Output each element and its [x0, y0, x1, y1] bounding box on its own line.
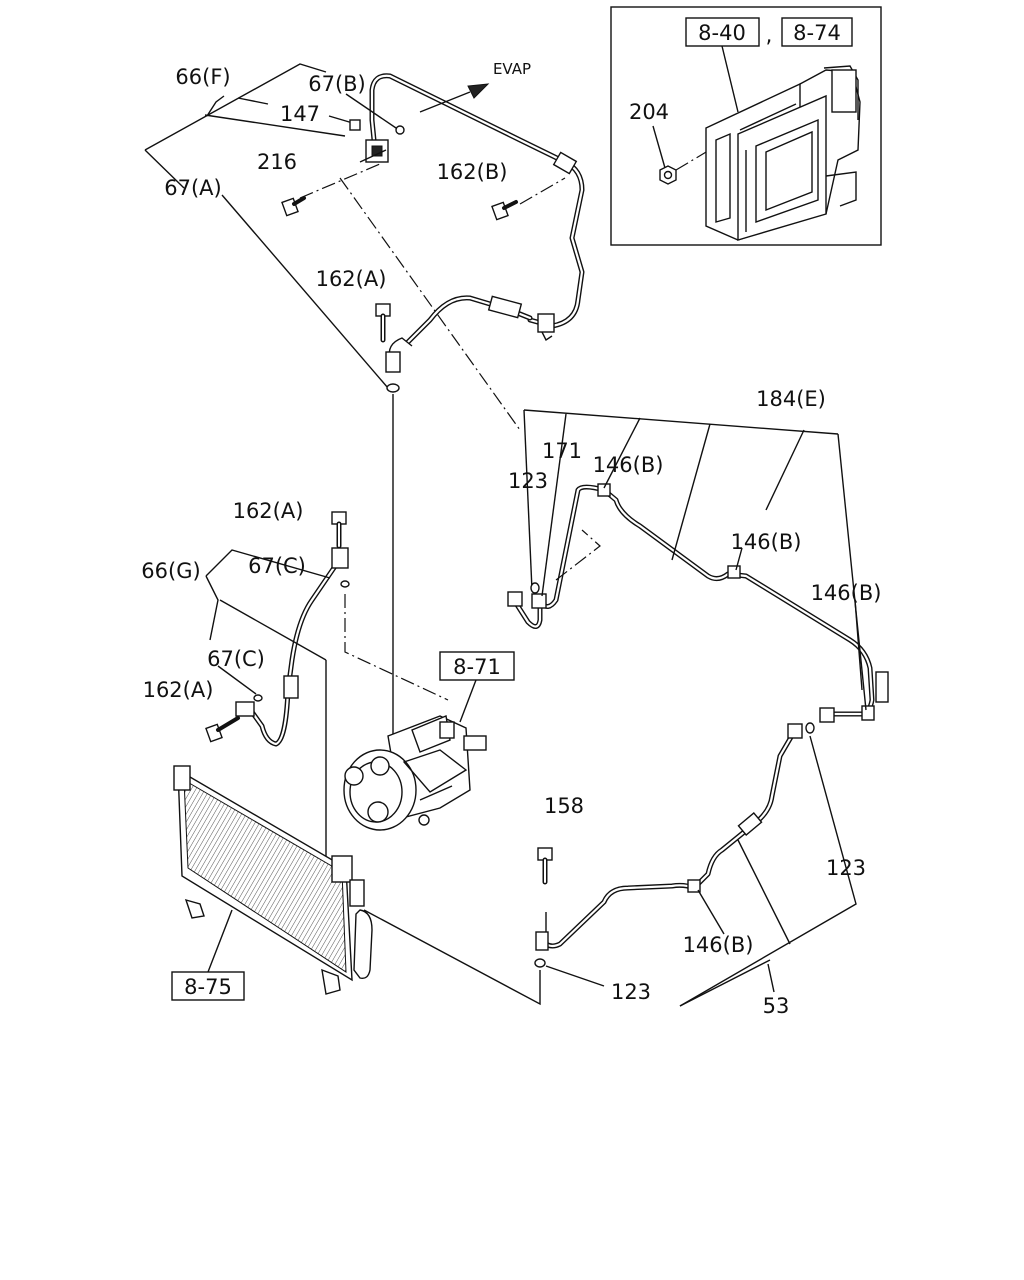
callout-67-a: 67(A) [164, 176, 221, 200]
ref-label-8-71: 8-71 [453, 655, 501, 679]
callout-146-b-4: 146(B) [683, 933, 754, 957]
callout-123-bottom: 123 [611, 980, 651, 1004]
o-ring-67-a-icon [386, 383, 400, 393]
nut-204-icon [659, 165, 677, 185]
callout-216: 216 [257, 150, 297, 174]
callout-184-e: 184(E) [756, 387, 826, 411]
ref-label-8-75: 8-75 [184, 975, 232, 999]
condenser-icon [173, 765, 373, 995]
ref-label-8-40: 8-40 [698, 21, 746, 45]
callout-162-a-low: 162(A) [143, 678, 214, 702]
fitting-icon [385, 337, 413, 373]
bolt-162-a-mid-icon [331, 511, 347, 549]
callout-146-b-2: 146(B) [731, 530, 802, 554]
callout-162-a-mid: 162(A) [233, 499, 304, 523]
callout-67-c-1: 67(C) [248, 554, 306, 578]
o-ring-67-c-icon [253, 694, 263, 702]
callout-162-b: 162(B) [437, 160, 508, 184]
o-ring-67-b-icon [395, 125, 405, 135]
callout-158: 158 [544, 794, 584, 818]
bolt-162-a-top-icon [375, 303, 391, 343]
callout-67-b: 67(B) [308, 72, 366, 96]
clip-146-b-icon [687, 879, 701, 893]
callout-146-b-1: 146(B) [593, 453, 664, 477]
o-ring-67-c-icon [340, 580, 350, 588]
clamp-icon [537, 313, 555, 342]
ref-box-8-74[interactable] [781, 17, 853, 47]
callout-204: 204 [629, 100, 669, 124]
o-ring-123-icon [534, 958, 546, 968]
o-ring-123-icon [530, 582, 540, 594]
bolt-162-b-icon [491, 200, 518, 221]
suction-hose-assembly [359, 73, 585, 373]
liquid-line-53 [535, 723, 803, 951]
callout-171: 171 [542, 439, 582, 463]
callout-146-b-3: 146(B) [811, 581, 882, 605]
callout-147: 147 [280, 102, 320, 126]
callout-53: 53 [763, 994, 790, 1018]
inset-evaporator-box: 8-40 , 8-74 204 [610, 6, 882, 246]
evap-fitting-icon [359, 139, 389, 163]
ref-label-8-74: 8-74 [793, 21, 841, 45]
o-ring-123-icon [805, 722, 815, 734]
liquid-line-184e [507, 483, 889, 723]
ref-separator: , [766, 23, 773, 47]
ref-box-8-75[interactable] [171, 971, 245, 1001]
callout-123-top: 123 [508, 469, 548, 493]
bolt-162-a-low-icon [205, 716, 240, 743]
callout-162-a-top: 162(A) [316, 267, 387, 291]
evaporator-unit-icon [705, 65, 861, 241]
clip-146-b-icon [727, 565, 741, 579]
discharge-hose-66g [235, 547, 349, 747]
fitting-icon [507, 591, 523, 607]
compressor-icon [343, 715, 487, 831]
clip-146-b-icon [597, 483, 611, 497]
ref-box-8-71[interactable] [439, 651, 515, 681]
evap-arrow: EVAP [419, 60, 531, 113]
callout-123-right: 123 [826, 856, 866, 880]
fitting-icon [235, 547, 349, 717]
callout-66-g: 66(G) [141, 559, 200, 583]
bolt-158-icon [537, 847, 553, 885]
callout-66-f: 66(F) [175, 65, 230, 89]
bolt-147-icon [349, 119, 361, 131]
evap-label: EVAP [493, 60, 531, 78]
bolt-216-icon [281, 196, 306, 217]
callout-67-c-2: 67(C) [207, 647, 265, 671]
